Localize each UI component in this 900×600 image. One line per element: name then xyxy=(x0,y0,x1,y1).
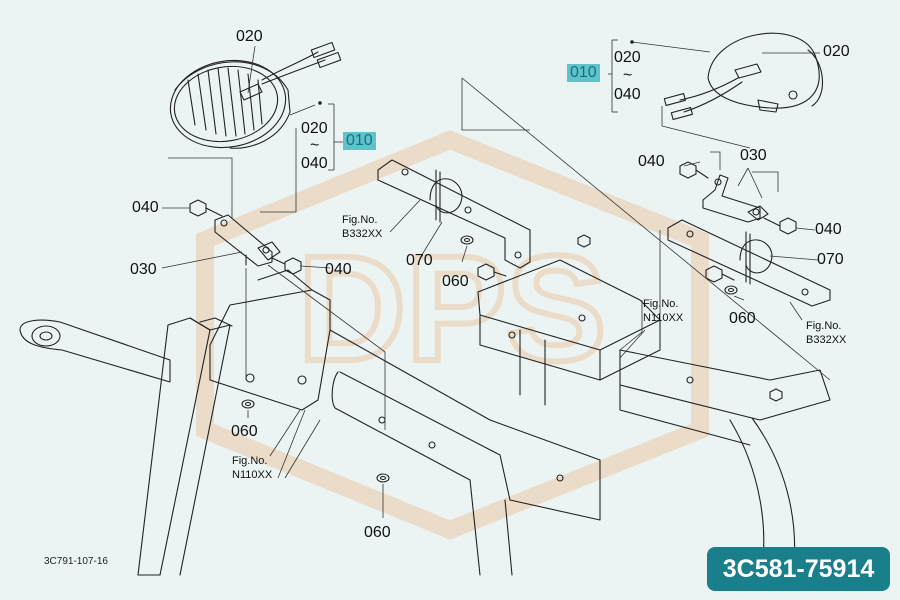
left-lamp-range-start: 020 xyxy=(301,120,328,137)
center-mount-plate xyxy=(377,159,531,269)
frame-left-fig-code[interactable]: N110XX xyxy=(232,469,273,481)
frame-right-fig-label: Fig.No. xyxy=(643,298,679,310)
right-fig-label: Fig.No. xyxy=(806,320,842,332)
right-mount-plate xyxy=(667,219,831,307)
left-bracket-ref: 030 xyxy=(130,261,157,278)
left-lamp-assembly-ref[interactable]: 010 xyxy=(343,132,376,150)
right-headlamp xyxy=(663,32,824,121)
frame-right-fig-code[interactable]: N110XX xyxy=(643,312,684,324)
center-washer xyxy=(460,235,474,245)
left-nut-ref: 040 xyxy=(325,261,352,278)
left-bolt xyxy=(189,199,223,217)
right-clamp xyxy=(739,231,773,285)
left-bolt-ref: 040 xyxy=(132,199,159,216)
watermark-text: DPS xyxy=(298,224,606,392)
lower-left-washer xyxy=(241,399,255,409)
lower-center-washer xyxy=(376,473,390,483)
left-lamp-range-end: 040 xyxy=(301,155,328,172)
left-lamp-bulb-ref: 020 xyxy=(236,28,263,45)
watermark-logo: DPS xyxy=(196,130,709,540)
center-clamp-ref: 070 xyxy=(406,252,433,269)
right-lamp-range-end: 040 xyxy=(614,86,641,103)
center-fig-code[interactable]: B332XX xyxy=(342,228,383,240)
frame-left-fig-label: Fig.No. xyxy=(232,455,268,467)
right-lamp-range-tilde: ~ xyxy=(623,67,633,84)
left-range-dot xyxy=(318,101,322,105)
left-lamp-bracket xyxy=(214,214,281,267)
center-bolt xyxy=(477,263,507,281)
right-lamp-assembly-ref[interactable]: 010 xyxy=(567,64,600,82)
tractor-frame xyxy=(19,234,831,581)
right-bolt-ref: 040 xyxy=(638,153,665,170)
right-clamp-ref: 070 xyxy=(817,251,844,268)
right-lamp-bulb-ref: 020 xyxy=(823,43,850,60)
drawing-number: 3C791-107-16 xyxy=(44,556,108,567)
right-nut-ref: 040 xyxy=(815,221,842,238)
right-bolt xyxy=(679,161,709,179)
center-fig-label: Fig.No. xyxy=(342,214,378,226)
part-number-badge[interactable]: 3C581-75914 xyxy=(707,547,890,591)
right-lamp-range-start: 020 xyxy=(614,49,641,66)
center-washer-ref: 060 xyxy=(442,273,469,290)
center-frame-washer-ref: 060 xyxy=(364,524,391,541)
right-washer xyxy=(724,285,738,295)
left-nut xyxy=(271,257,302,275)
left-frame-washer-ref: 060 xyxy=(231,423,258,440)
left-headlamp xyxy=(169,41,342,149)
right-bracket-ref: 030 xyxy=(740,147,767,164)
right-range-dot xyxy=(630,40,634,44)
right-lamp-bracket xyxy=(702,174,769,223)
center-clamp xyxy=(429,169,463,223)
leader-lines xyxy=(161,39,831,518)
right-nut xyxy=(763,217,797,235)
right-fig-code[interactable]: B332XX xyxy=(806,334,847,346)
right-washer-ref: 060 xyxy=(729,310,756,327)
left-lamp-range-tilde: ~ xyxy=(310,137,320,154)
